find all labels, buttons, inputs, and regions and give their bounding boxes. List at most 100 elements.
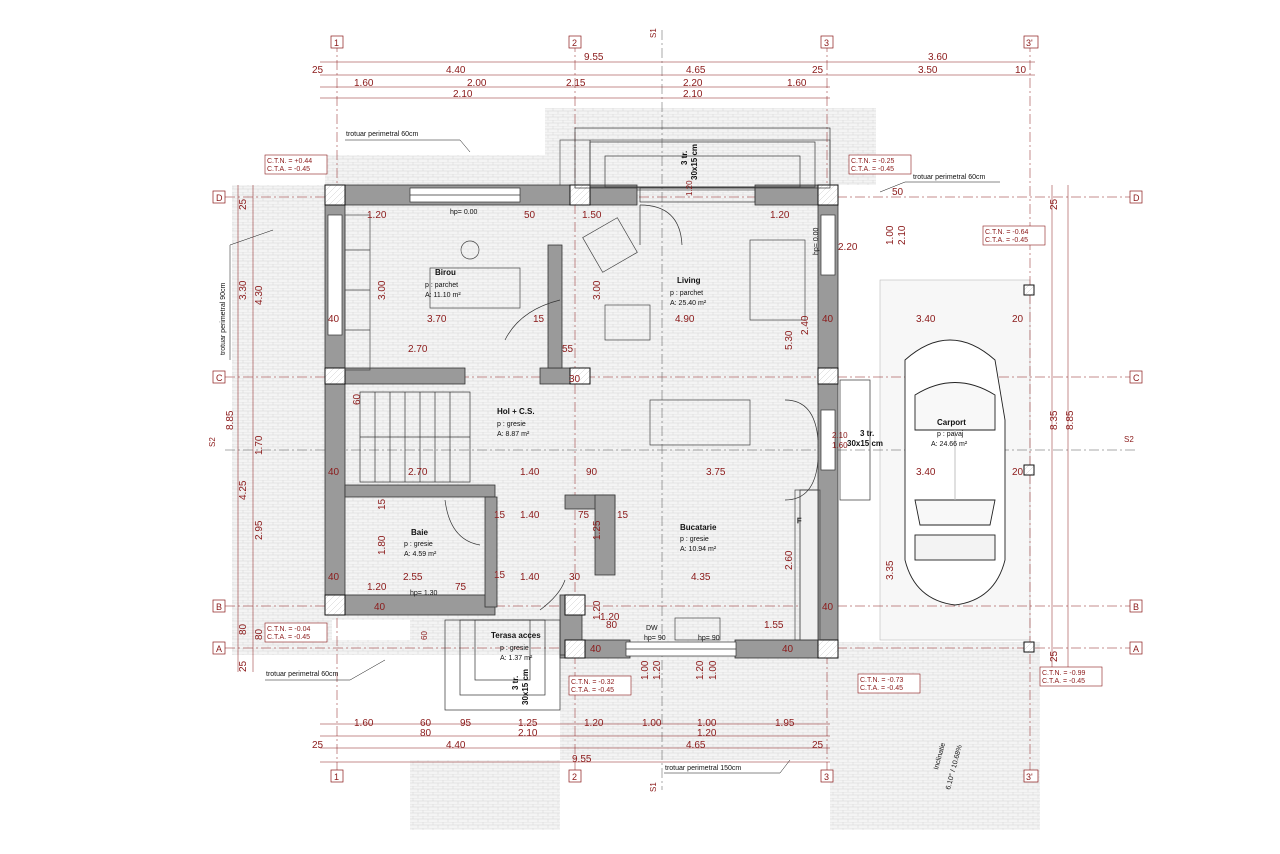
section-s2-left: S2	[208, 437, 217, 447]
svg-text:1.50: 1.50	[582, 210, 602, 221]
svg-text:1.25: 1.25	[592, 520, 603, 540]
svg-text:C.T.N. = -0.64: C.T.N. = -0.64	[985, 229, 1028, 236]
level-tags: C.T.N. = +0.44C.T.A. = -0.45 C.T.N. = -0…	[264, 154, 1103, 696]
svg-text:90: 90	[586, 467, 598, 478]
room-carport: Carport p : pavaj A: 24.66 m²	[931, 418, 968, 448]
axis-1-bottom: 1	[330, 769, 344, 783]
svg-text:Bucatarie: Bucatarie	[680, 523, 717, 532]
section-s2-right: S2	[1124, 435, 1134, 444]
note-trotuar-right: trotuar perimetral 60cm	[913, 174, 986, 181]
svg-text:1.00: 1.00	[708, 660, 719, 680]
svg-text:40: 40	[328, 467, 340, 478]
svg-text:15: 15	[494, 510, 506, 521]
chair	[460, 240, 480, 260]
svg-text:2.20: 2.20	[683, 78, 703, 89]
svg-text:40: 40	[328, 572, 340, 583]
note-stairs-top: 3 tr.	[680, 151, 689, 165]
svg-text:A: 24.66 m²: A: 24.66 m²	[931, 441, 968, 448]
svg-text:C.T.A. = -0.45: C.T.A. = -0.45	[1042, 678, 1085, 685]
svg-text:A: 25.40 m²: A: 25.40 m²	[670, 300, 707, 307]
svg-text:1.60: 1.60	[354, 78, 374, 89]
svg-text:3.70: 3.70	[427, 314, 447, 325]
svg-text:B: B	[1133, 602, 1139, 612]
columns	[324, 184, 1035, 659]
svg-text:10: 10	[1015, 65, 1027, 76]
svg-text:C.T.N. = +0.44: C.T.N. = +0.44	[267, 158, 312, 165]
svg-text:Hol + C.S.: Hol + C.S.	[497, 407, 535, 416]
svg-text:15: 15	[533, 314, 545, 325]
svg-text:80: 80	[254, 628, 265, 640]
axis-3p-bottom: 3'	[1023, 769, 1039, 783]
wall-pantry-east	[594, 494, 616, 576]
svg-text:40: 40	[328, 314, 340, 325]
svg-text:95: 95	[460, 718, 472, 729]
level-tag-7: C.T.N. = -0.99C.T.A. = -0.45	[1039, 666, 1103, 687]
svg-text:2.70: 2.70	[408, 467, 428, 478]
svg-text:C.T.A. = -0.45: C.T.A. = -0.45	[985, 237, 1028, 244]
svg-text:2.10: 2.10	[453, 89, 473, 100]
svg-text:C.T.N. = -0.99: C.T.N. = -0.99	[1042, 670, 1085, 677]
svg-text:1.80: 1.80	[377, 535, 388, 555]
svg-text:25: 25	[238, 198, 249, 210]
svg-text:p : gresie: p : gresie	[680, 536, 709, 543]
svg-text:2: 2	[572, 38, 577, 48]
svg-text:30: 30	[569, 374, 581, 385]
svg-text:3.00: 3.00	[592, 280, 603, 300]
axis-2-top: 2	[568, 35, 582, 49]
svg-text:40: 40	[822, 314, 834, 325]
section-s1-bottom: S1	[649, 782, 658, 792]
svg-text:A: 8.87 m²: A: 8.87 m²	[497, 431, 530, 438]
svg-text:1: 1	[334, 38, 339, 48]
room-living: Living p : parchet A: 25.40 m²	[670, 276, 707, 307]
level-tag-4: C.T.N. = -0.04C.T.A. = -0.45	[264, 622, 328, 643]
wall-kitchen-east-furn	[799, 489, 819, 641]
axis-C-left: C	[212, 370, 226, 384]
svg-text:4.40: 4.40	[446, 740, 466, 751]
svg-text:9.55: 9.55	[572, 754, 592, 765]
doors	[444, 204, 819, 611]
svg-text:C.T.N. = -0.32: C.T.N. = -0.32	[571, 679, 614, 686]
svg-text:50: 50	[524, 210, 536, 221]
fridge-label: F	[797, 518, 801, 525]
svg-text:75: 75	[455, 582, 467, 593]
interior-dimensions: 1.20 50 1.50 1.20 3.70 15 4.90 2.70 55 3…	[328, 180, 1024, 680]
hp-birou: hp= 0.00	[450, 209, 478, 216]
svg-text:4.25: 4.25	[238, 480, 249, 500]
dining-table	[649, 399, 751, 446]
svg-text:3.75: 3.75	[706, 467, 726, 478]
note-trotuar-bottom-left: trotuar perimetral 60cm	[266, 671, 339, 678]
svg-text:A: 11.10 m²: A: 11.10 m²	[425, 292, 461, 299]
right-dimensions: 8.85 25 8.35 25	[1049, 198, 1076, 662]
axis-B-left: B	[212, 599, 226, 613]
axis-D-left: D	[212, 190, 226, 204]
svg-text:4.40: 4.40	[446, 65, 466, 76]
axis-2-bottom: 2	[568, 769, 582, 783]
svg-text:1.20: 1.20	[695, 660, 706, 680]
svg-text:25: 25	[1049, 650, 1060, 662]
svg-text:1.00: 1.00	[697, 718, 717, 729]
svg-text:C.T.A. = -0.45: C.T.A. = -0.45	[267, 166, 310, 173]
svg-text:4.90: 4.90	[675, 314, 695, 325]
notes: trotuar perimetral 60cm trotuar perimetr…	[220, 131, 1000, 791]
svg-text:D: D	[1133, 193, 1140, 203]
svg-text:2.95: 2.95	[254, 520, 265, 540]
svg-text:A: 1.37 m²: A: 1.37 m²	[500, 655, 533, 662]
svg-text:2.00: 2.00	[467, 78, 487, 89]
note-stairs-right-size: 30x15 cm	[847, 439, 883, 448]
svg-text:15: 15	[377, 498, 388, 510]
svg-text:25: 25	[812, 65, 824, 76]
svg-text:p : parchet: p : parchet	[670, 290, 703, 297]
svg-text:25: 25	[238, 660, 249, 672]
svg-text:Carport: Carport	[937, 418, 966, 427]
note-trotuar-left: trotuar perimetral 90cm	[220, 282, 227, 355]
svg-text:C.T.N. = -0.73: C.T.N. = -0.73	[860, 677, 903, 684]
staircase	[359, 127, 871, 711]
armchair-1	[582, 217, 638, 273]
axis-bubbles: 1 2 3 3' 1 2 3 3' D C B A D C B A S1 S1 …	[208, 28, 1143, 792]
svg-text:8.85: 8.85	[225, 410, 236, 430]
axis-D-right: D	[1129, 190, 1143, 204]
room-baie: Baie p : gresie A: 4.59 m²	[404, 528, 437, 558]
svg-text:C.T.A. = -0.45: C.T.A. = -0.45	[851, 166, 894, 173]
svg-text:D: D	[216, 193, 223, 203]
